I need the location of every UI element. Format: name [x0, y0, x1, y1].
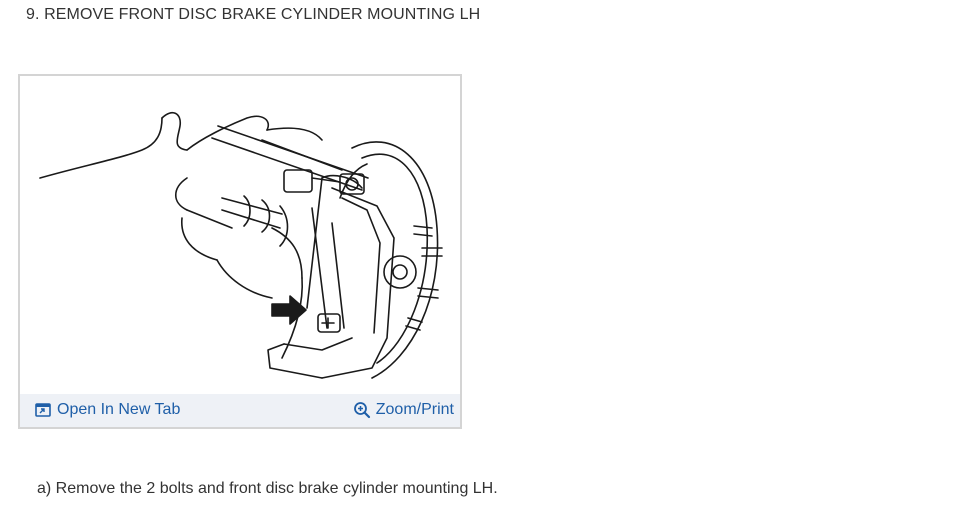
open-in-new-tab-label: Open In New Tab [57, 401, 181, 418]
figure-card: Open In New Tab Zoom/Print [18, 74, 462, 429]
zoom-print-link[interactable]: Zoom/Print [353, 400, 454, 420]
figure-toolbar: Open In New Tab Zoom/Print [20, 394, 460, 427]
zoom-icon [353, 401, 371, 419]
brake-caliper-illustration[interactable] [22, 78, 458, 394]
open-in-new-tab-link[interactable]: Open In New Tab [34, 400, 180, 420]
zoom-print-label: Zoom/Print [375, 401, 454, 418]
open-in-new-tab-icon [34, 401, 52, 419]
step-title: 9. REMOVE FRONT DISC BRAKE CYLINDER MOUN… [26, 6, 481, 23]
step-instruction: a) Remove the 2 bolts and front disc bra… [37, 480, 498, 497]
